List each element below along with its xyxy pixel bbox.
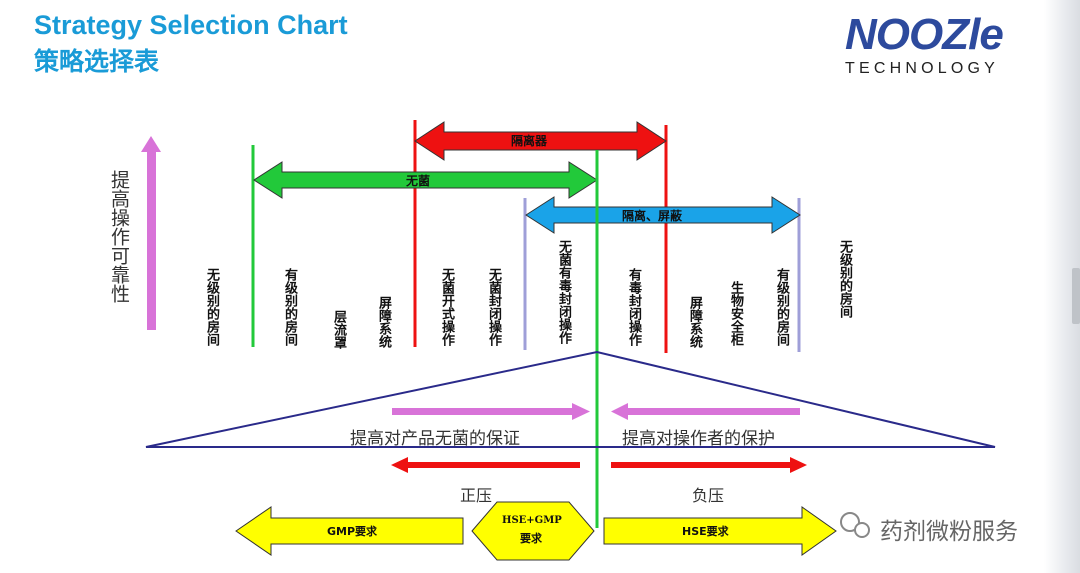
scroll-handle[interactable] bbox=[1072, 268, 1080, 324]
category-label: 屏障系统 bbox=[376, 296, 391, 348]
category-label: 无级别的房间 bbox=[837, 240, 852, 318]
logo-wordmark: NOOZle bbox=[845, 10, 1004, 59]
isolation-shield-label: 隔离、屏蔽 bbox=[622, 209, 683, 223]
positive-pressure-arrow bbox=[391, 457, 580, 473]
category-label: 无级别的房间 bbox=[204, 268, 219, 346]
negative-pressure-arrow bbox=[611, 457, 807, 473]
operator-protection-arrow bbox=[611, 403, 800, 420]
category-label: 无菌开式操作 bbox=[439, 268, 454, 346]
category-label: 无菌封闭操作 bbox=[486, 268, 501, 346]
isolation-shield-arrow bbox=[525, 196, 801, 234]
isolator-arrow bbox=[414, 121, 667, 161]
reliability-up-arrow bbox=[141, 136, 161, 330]
gmp-arrow bbox=[235, 506, 464, 556]
category-label: 层流罩 bbox=[331, 310, 346, 349]
category-label: 有级别的房间 bbox=[282, 268, 297, 346]
hse-requirement-label: HSE要求 bbox=[682, 525, 729, 538]
logo-subtitle: TECHNOLOGY bbox=[845, 60, 1000, 77]
category-label: 有级别的房间 bbox=[774, 268, 789, 346]
product-sterility-label: 提高对产品无菌的保证 bbox=[350, 429, 520, 449]
hse-gmp-requirement-label-line2: 要求 bbox=[520, 532, 542, 545]
category-label: 生物安全柜 bbox=[728, 281, 743, 346]
gmp-requirement-label: GMP要求 bbox=[327, 525, 378, 538]
product-protection-arrow bbox=[392, 403, 590, 420]
sterile-label: 无菌 bbox=[406, 174, 431, 188]
operator-protection-label: 提高对操作者的保护 bbox=[622, 429, 775, 449]
category-label: 有毒封闭操作 bbox=[626, 268, 641, 346]
balance-triangle bbox=[145, 350, 996, 448]
page-title-english: Strategy Selection Chart bbox=[34, 10, 348, 40]
category-label: 无菌有毒封闭操作 bbox=[556, 240, 571, 344]
reliability-axis-label: 提高操作可靠性 bbox=[108, 170, 130, 303]
page-title-chinese: 策略选择表 bbox=[34, 47, 160, 76]
isolator-label: 隔离器 bbox=[511, 134, 548, 148]
hse-gmp-arrow bbox=[471, 501, 595, 561]
hse-arrow bbox=[603, 506, 837, 556]
hse-gmp-requirement-label-line1: HSE+GMP bbox=[502, 515, 562, 526]
positive-pressure-label: 正压 bbox=[460, 486, 493, 505]
category-label: 屏障系统 bbox=[687, 296, 702, 348]
watermark-text: 药剂微粉服务 bbox=[880, 519, 1018, 545]
wechat-icon bbox=[840, 512, 870, 538]
negative-pressure-label: 负压 bbox=[692, 486, 725, 505]
